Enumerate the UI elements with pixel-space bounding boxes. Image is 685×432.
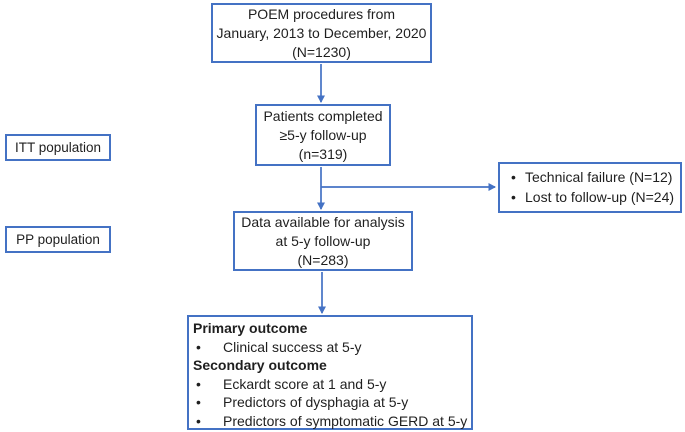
- outcomes-box: Primary outcome • Clinical success at 5-…: [187, 315, 473, 430]
- exclusion-item: • Lost to follow-up (N=24): [500, 187, 680, 207]
- bullet-icon: •: [511, 189, 516, 205]
- procedures-line-3: (N=1230): [292, 43, 351, 60]
- outcome-item-text: Clinical success at 5-y: [223, 338, 362, 355]
- analysis-line-2: at 5-y follow-up: [275, 232, 371, 249]
- analysis-line-1: Data available for analysis: [241, 213, 405, 230]
- bullet-icon: •: [511, 169, 516, 185]
- followup-line-1: Patients completed: [263, 107, 383, 124]
- bullet-icon: •: [196, 394, 201, 410]
- pp-population-label: PP population: [16, 232, 100, 247]
- secondary-outcome-header: Secondary outcome: [193, 357, 327, 373]
- itt-population-label-box: ITT population: [5, 134, 111, 161]
- analysis-line-3: (N=283): [297, 251, 349, 268]
- exclusion-item-text: Lost to follow-up (N=24): [525, 189, 675, 205]
- outcome-item: • Predictors of symptomatic GERD at 5-y: [193, 412, 471, 431]
- followup-line-2: ≥5-y follow-up: [279, 126, 367, 143]
- outcome-item-text: Eckardt score at 1 and 5-y: [223, 375, 387, 392]
- outcome-item: • Eckardt score at 1 and 5-y: [193, 375, 471, 394]
- exclusions-box: • Technical failure (N=12) • Lost to fol…: [498, 162, 682, 213]
- outcome-item-text: Predictors of dysphagia at 5-y: [223, 394, 409, 410]
- bullet-icon: •: [196, 375, 201, 392]
- exclusion-item: • Technical failure (N=12): [500, 167, 680, 187]
- bullet-icon: •: [196, 338, 201, 355]
- bullet-icon: •: [196, 412, 201, 429]
- followup-box: Patients completed ≥5-y follow-up (n=319…: [255, 104, 391, 166]
- outcome-item-text: Predictors of symptomatic GERD at 5-y: [223, 412, 468, 429]
- primary-outcome-header: Primary outcome: [193, 320, 308, 336]
- procedures-line-1: POEM procedures from: [247, 5, 396, 22]
- outcome-item: • Clinical success at 5-y: [193, 338, 471, 357]
- itt-population-label: ITT population: [14, 140, 102, 155]
- pp-population-label-box: PP population: [5, 226, 111, 253]
- procedures-box: POEM procedures from January, 2013 to De…: [211, 3, 432, 63]
- followup-line-3: (n=319): [298, 145, 348, 162]
- analysis-box: Data available for analysis at 5-y follo…: [233, 211, 413, 271]
- exclusion-item-text: Technical failure (N=12): [525, 169, 673, 185]
- outcome-item: • Predictors of dysphagia at 5-y: [193, 393, 471, 412]
- procedures-line-2: January, 2013 to December, 2020: [216, 24, 427, 41]
